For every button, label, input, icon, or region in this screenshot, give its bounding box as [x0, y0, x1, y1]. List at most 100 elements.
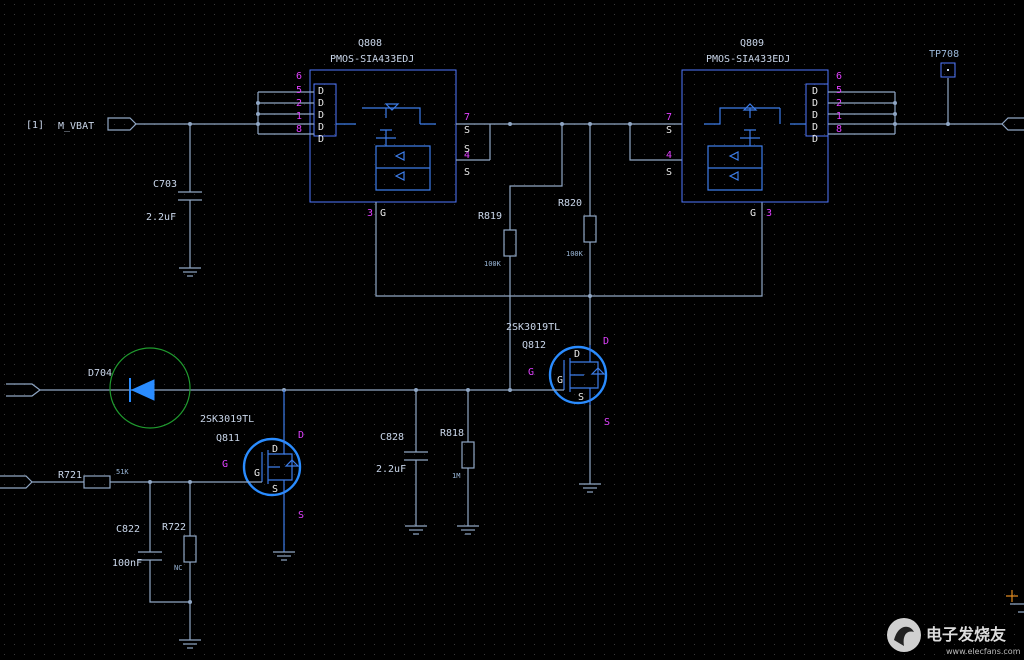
- diode-d704[interactable]: D704: [88, 347, 191, 429]
- vbat-net-label[interactable]: [1] M_VBAT: [26, 117, 137, 132]
- svg-text:G: G: [380, 208, 386, 219]
- resistor-r722[interactable]: R722 NC: [162, 482, 202, 649]
- svg-text:6: 6: [296, 71, 302, 82]
- svg-text:G: G: [254, 468, 260, 479]
- svg-text:2: 2: [296, 98, 302, 109]
- svg-text:2SK3019TL: 2SK3019TL: [200, 414, 254, 425]
- edge-wire: [1010, 603, 1024, 613]
- svg-text:C828: C828: [380, 432, 404, 443]
- nmos-q812[interactable]: 2SK3019TL Q812 D G S D G S: [506, 322, 610, 493]
- svg-text:S: S: [272, 484, 278, 495]
- svg-text:D: D: [812, 110, 818, 121]
- svg-text:2SK3019TL: 2SK3019TL: [506, 322, 560, 333]
- svg-text:R820: R820: [558, 198, 582, 209]
- svg-text:D: D: [318, 110, 324, 121]
- svg-text:S: S: [666, 125, 672, 136]
- svg-text:7: 7: [666, 112, 672, 123]
- source-bus: [509, 123, 682, 230]
- svg-text:D: D: [574, 349, 580, 360]
- svg-text:D704: D704: [88, 368, 112, 379]
- svg-text:6: 6: [836, 71, 842, 82]
- svg-text:3: 3: [367, 208, 373, 219]
- svg-text:G: G: [528, 367, 534, 378]
- svg-text:2.2uF: 2.2uF: [376, 464, 406, 475]
- watermark: 电子发烧友 www.elecfans.com: [887, 618, 1021, 656]
- resistor-r819[interactable]: R819 100K: [478, 211, 517, 390]
- svg-text:D: D: [812, 134, 818, 145]
- svg-text:D: D: [812, 98, 818, 109]
- pmos-q809[interactable]: Q809 PMOS-SIA433EDJ 6 5 2 1 8 D D D D D …: [666, 38, 897, 219]
- svg-text:NC: NC: [174, 564, 182, 572]
- svg-text:1M: 1M: [452, 472, 460, 480]
- svg-text:4: 4: [464, 150, 470, 161]
- svg-text:1: 1: [836, 111, 842, 122]
- crosshair-cursor-icon: [1006, 590, 1018, 602]
- svg-text:D: D: [318, 134, 324, 145]
- svg-text:C822: C822: [116, 524, 140, 535]
- testpoint-tp708[interactable]: TP708: [929, 49, 959, 78]
- svg-text:Q808: Q808: [358, 38, 382, 49]
- svg-text:R819: R819: [478, 211, 502, 222]
- svg-text:TP708: TP708: [929, 49, 959, 60]
- svg-text:100K: 100K: [566, 250, 584, 258]
- svg-text:电子发烧友: 电子发烧友: [926, 625, 1007, 644]
- svg-text:D: D: [812, 122, 818, 133]
- svg-text:G: G: [750, 208, 756, 219]
- svg-text:D: D: [272, 444, 278, 455]
- svg-text:G: G: [557, 375, 563, 386]
- svg-text:5: 5: [836, 85, 842, 96]
- svg-text:D: D: [318, 98, 324, 109]
- svg-text:D: D: [812, 86, 818, 97]
- svg-text:100K: 100K: [484, 260, 502, 268]
- svg-text:1: 1: [296, 111, 302, 122]
- capacitor-c703[interactable]: C703 2.2uF: [146, 124, 202, 277]
- svg-text:8: 8: [836, 124, 842, 135]
- svg-text:5: 5: [296, 85, 302, 96]
- capacitor-c828[interactable]: C828 2.2uF: [376, 390, 428, 535]
- capacitor-c822[interactable]: C822 100nF: [112, 482, 190, 603]
- svg-text:S: S: [464, 144, 470, 155]
- svg-text:D: D: [318, 122, 324, 133]
- svg-text:www.elecfans.com: www.elecfans.com: [946, 647, 1021, 656]
- svg-text:M_VBAT: M_VBAT: [58, 121, 94, 132]
- svg-text:100nF: 100nF: [112, 558, 142, 569]
- resistor-r818[interactable]: R818 1M: [440, 390, 480, 535]
- svg-text:[1]: [1]: [26, 120, 44, 131]
- svg-text:S: S: [464, 125, 470, 136]
- svg-text:Q811: Q811: [216, 433, 240, 444]
- pmos-q808[interactable]: Q808 PMOS-SIA433EDJ 6 5 2 1 8 D D D D D …: [256, 38, 510, 219]
- svg-text:PMOS-SIA433EDJ: PMOS-SIA433EDJ: [330, 54, 414, 65]
- svg-text:S: S: [464, 167, 470, 178]
- svg-text:2.2uF: 2.2uF: [146, 212, 176, 223]
- svg-text:G: G: [222, 459, 228, 470]
- nmos-q811[interactable]: 2SK3019TL Q811 D G S D G S: [200, 390, 304, 561]
- svg-text:PMOS-SIA433EDJ: PMOS-SIA433EDJ: [706, 54, 790, 65]
- svg-text:7: 7: [464, 112, 470, 123]
- resistor-r820[interactable]: R820 100K: [558, 198, 597, 345]
- svg-text:R722: R722: [162, 522, 186, 533]
- svg-text:2: 2: [836, 98, 842, 109]
- svg-text:Q809: Q809: [740, 38, 764, 49]
- svg-text:51K: 51K: [116, 468, 129, 476]
- svg-text:C703: C703: [153, 179, 177, 190]
- svg-text:S: S: [604, 417, 610, 428]
- svg-text:3: 3: [766, 208, 772, 219]
- svg-text:D: D: [318, 86, 324, 97]
- svg-text:R721: R721: [58, 470, 82, 481]
- input-port-left[interactable]: [6, 383, 41, 397]
- resistor-r721[interactable]: R721 51K: [58, 468, 129, 489]
- svg-text:S: S: [666, 167, 672, 178]
- svg-text:R818: R818: [440, 428, 464, 439]
- svg-text:S: S: [578, 392, 584, 403]
- svg-text:D: D: [298, 430, 304, 441]
- output-port[interactable]: [1001, 117, 1024, 131]
- svg-text:Q812: Q812: [522, 340, 546, 351]
- svg-text:S: S: [298, 510, 304, 521]
- svg-text:8: 8: [296, 124, 302, 135]
- svg-text:D: D: [603, 336, 609, 347]
- svg-text:4: 4: [666, 150, 672, 161]
- gate-bus: [375, 202, 763, 297]
